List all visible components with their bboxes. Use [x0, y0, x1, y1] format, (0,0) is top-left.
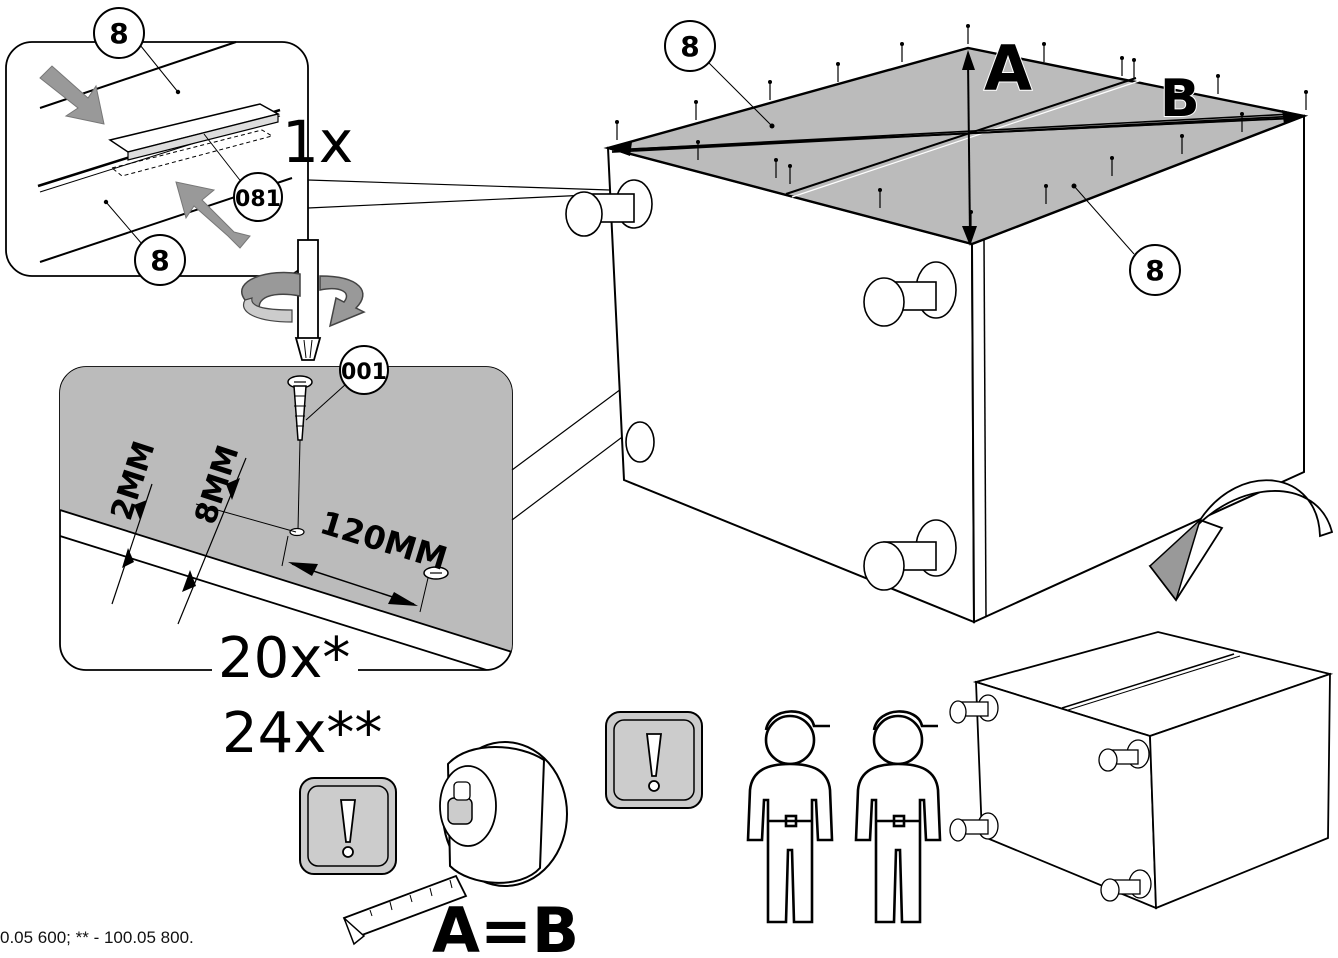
callout-panel-8-top: 8 — [93, 7, 145, 59]
diagonal-equality-label: A=B — [432, 894, 579, 958]
screw-quantity-variant-a: 20x* — [218, 626, 350, 691]
svg-text:8: 8 — [109, 17, 128, 50]
connector-quantity: 1x — [282, 108, 353, 176]
connector-detail-inset — [5, 39, 309, 277]
callout-panel-8-left: 8 — [664, 20, 775, 129]
variant-footnote: 0.05 600; ** - 100.05 800. — [0, 928, 194, 947]
cabinet-flipped — [949, 631, 1334, 910]
callout-connector-081: 081 — [233, 172, 283, 222]
svg-text:8: 8 — [1145, 254, 1164, 287]
person-icon — [746, 710, 834, 924]
svg-text:081: 081 — [235, 187, 281, 212]
flip-arrow-icon — [1148, 479, 1334, 602]
svg-text:8: 8 — [150, 244, 169, 277]
diagonal-b-label: B — [1160, 69, 1200, 129]
warning-exclamation-icon — [299, 777, 397, 875]
callout-panel-8-bottom: 8 — [134, 234, 186, 286]
warning-exclamation-icon — [605, 711, 703, 809]
callout-screw-001: 001 — [305, 345, 389, 421]
svg-text:001: 001 — [341, 360, 387, 385]
tape-measure-icon — [342, 741, 568, 946]
svg-text:8: 8 — [680, 30, 699, 63]
callout-panel-8-right: 8 — [1071, 183, 1181, 296]
cabinet-leg — [565, 179, 957, 591]
cabinet-main — [565, 24, 1309, 624]
person-icon — [854, 710, 942, 924]
arrow-right-icon — [39, 65, 105, 125]
screw-spacing-detail-inset — [59, 366, 513, 671]
arrow-up-left-icon — [175, 181, 251, 249]
diagonal-a-label: A — [984, 32, 1032, 105]
rotate-clockwise-icon — [241, 271, 366, 328]
screwdriver-icon — [294, 239, 322, 361]
screw-quantity-variant-b: 24x** — [222, 701, 382, 766]
